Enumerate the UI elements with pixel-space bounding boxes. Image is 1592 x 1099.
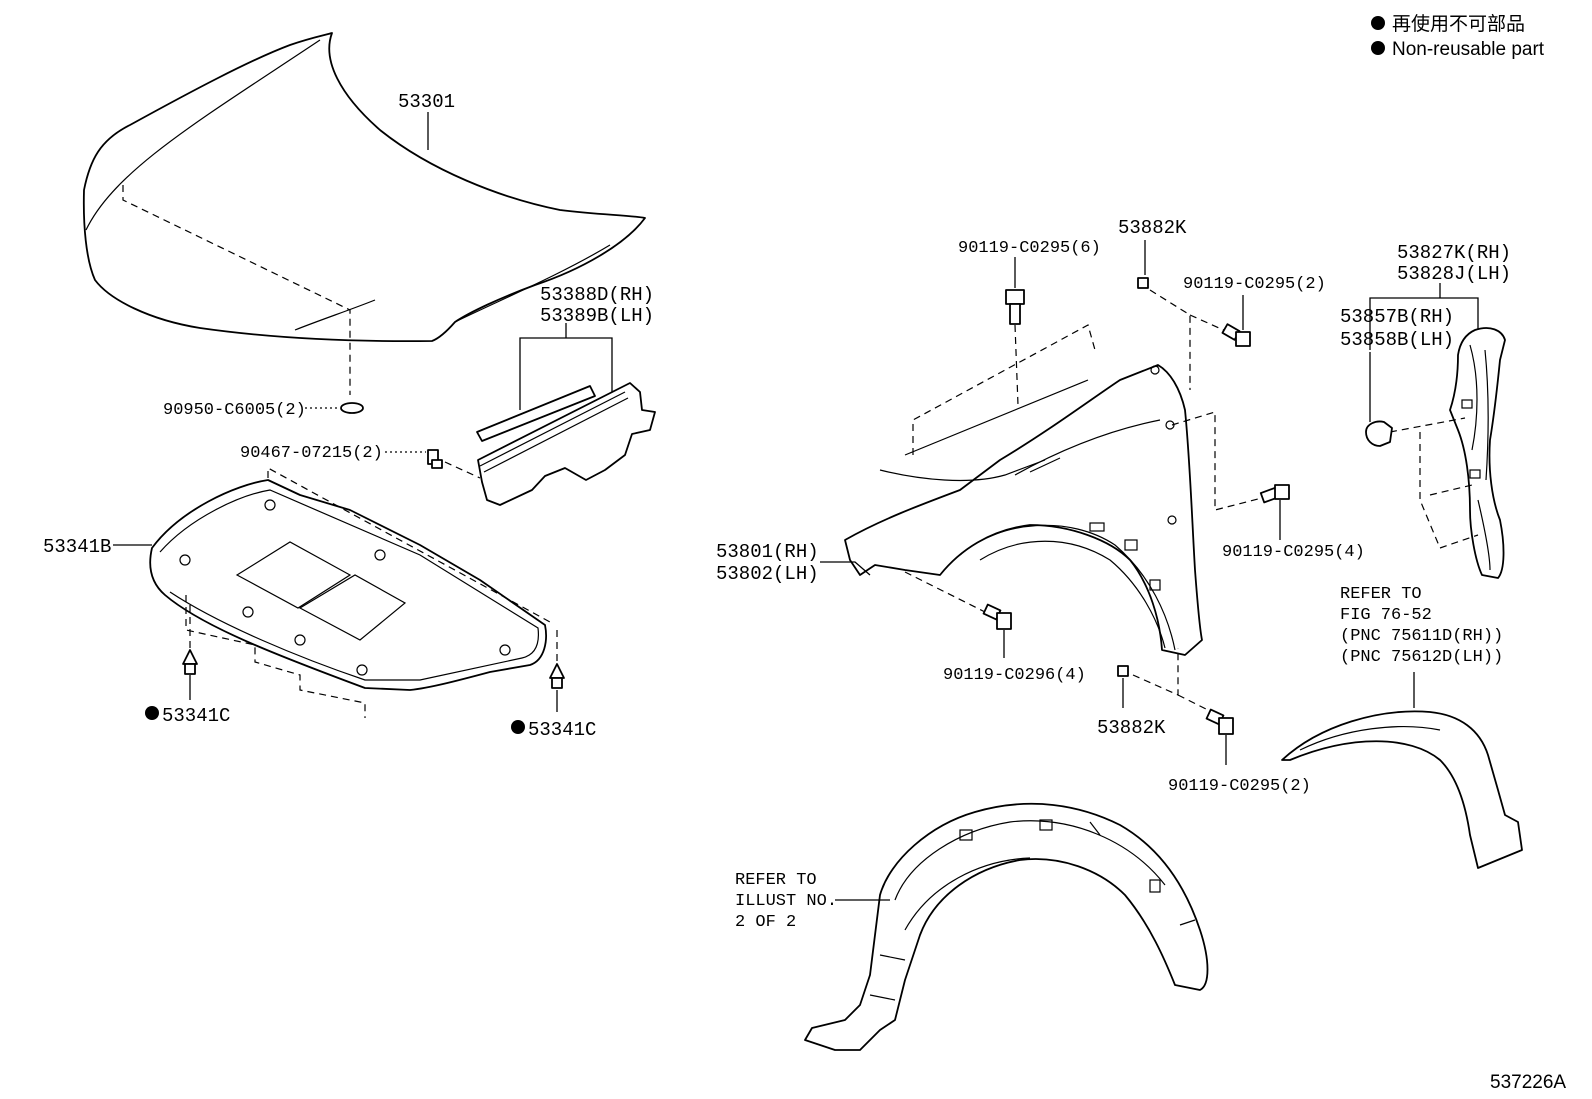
label-cushion-rh: 53857B(RH)	[1340, 306, 1454, 328]
figure-id: 537226A	[1490, 1072, 1566, 1093]
label-arch-line1: REFER TO	[1340, 585, 1422, 604]
fender-leader	[820, 561, 871, 576]
label-liner-line1: REFER TO	[735, 871, 817, 890]
legend: 再使用不可部品 Non-reusable part	[1371, 13, 1545, 60]
fender-bolt-topright-dashline	[1189, 314, 1229, 333]
label-liner-line3: 2 OF 2	[735, 913, 796, 932]
fender-bolt-top-dashline	[1014, 324, 1019, 406]
brace-bracket	[1369, 297, 1479, 350]
label-brace-lh: 53828J(LH)	[1397, 263, 1511, 285]
label-arch-line4: (PNC 75612D(LH))	[1340, 648, 1503, 667]
legend-en: Non-reusable part	[1392, 39, 1545, 60]
label-liner-line2: ILLUST NO.	[735, 892, 837, 911]
label-bolt-bottom: 90119-C0296(4)	[943, 666, 1086, 685]
label-bolt-top-right: 90119-C0295(2)	[1183, 275, 1326, 294]
label-seal-lh: 53389B(LH)	[540, 305, 654, 327]
nut-top	[1137, 277, 1149, 289]
label-seal-screw: 90467-07215(2)	[240, 444, 383, 463]
bolt-top	[1005, 289, 1025, 325]
label-nut-bottom: 53882K	[1097, 717, 1166, 739]
label-insulator: 53341B	[43, 536, 111, 558]
insulator-clip-right	[549, 663, 565, 689]
cushion-dashline	[1389, 417, 1466, 433]
label-hood: 53301	[398, 91, 455, 113]
hood-insulator-part	[149, 479, 547, 691]
fender-liner-part	[804, 802, 1209, 1051]
label-fender-lh: 53802(LH)	[716, 563, 819, 585]
fender-brace-part	[1449, 327, 1506, 579]
label-clip-left: 53341C	[162, 705, 230, 727]
label-brace-rh: 53827K(RH)	[1397, 242, 1511, 264]
label-bolt-top: 90119-C0295(6)	[958, 239, 1101, 258]
fender-nut-top-dashline	[1149, 289, 1191, 390]
brace-dashline-lower	[1429, 484, 1473, 496]
fender-bolt-bottom-dashline	[904, 571, 986, 613]
insulator-clip-left	[182, 649, 198, 675]
hood-part	[82, 32, 646, 343]
fender-bolt-bottomright-dashline	[1177, 694, 1213, 713]
wheel-arch-molding-part	[1281, 710, 1523, 869]
bolt-mid-right	[1259, 484, 1290, 504]
label-nut-top: 53882K	[1118, 217, 1187, 239]
clip-left-non-reusable-icon	[145, 706, 159, 720]
label-cushion-lh: 53858B(LH)	[1340, 329, 1454, 351]
insulator-dashline-top	[267, 466, 551, 623]
label-fender-rh: 53801(RH)	[716, 541, 819, 563]
hood-grommet	[340, 402, 364, 414]
label-seal-rh: 53388D(RH)	[540, 284, 654, 306]
label-clip-right: 53341C	[528, 719, 596, 741]
nut-bottom	[1117, 665, 1129, 677]
label-bolt-mid-right: 90119-C0295(4)	[1222, 543, 1365, 562]
clip-right-non-reusable-icon	[511, 720, 525, 734]
fender-nut-bottom-dashline	[1132, 648, 1179, 696]
hood-seal-part	[476, 382, 656, 506]
non-reusable-bullet-icon	[1371, 41, 1385, 55]
label-bolt-bottom-right: 90119-C0295(2)	[1168, 777, 1311, 796]
bolt-top-right	[1221, 323, 1251, 347]
brace-cushion	[1365, 420, 1393, 447]
seal-screw	[427, 449, 443, 469]
label-arch-line3: (PNC 75611D(RH))	[1340, 627, 1503, 646]
bolt-bottom	[982, 603, 1012, 630]
front-fender-part	[844, 364, 1203, 656]
bolt-bottom-right	[1205, 708, 1234, 735]
fender-dashline-top	[912, 324, 1096, 455]
label-arch-line2: FIG 76-52	[1340, 606, 1432, 625]
label-hood-grommet: 90950-C6005(2)	[163, 401, 306, 420]
seal-screw-dashline	[444, 461, 481, 479]
legend-jp: 再使用不可部品	[1392, 13, 1525, 35]
non-reusable-bullet-icon	[1371, 16, 1385, 30]
insulator-dashline-bottom	[185, 595, 366, 718]
